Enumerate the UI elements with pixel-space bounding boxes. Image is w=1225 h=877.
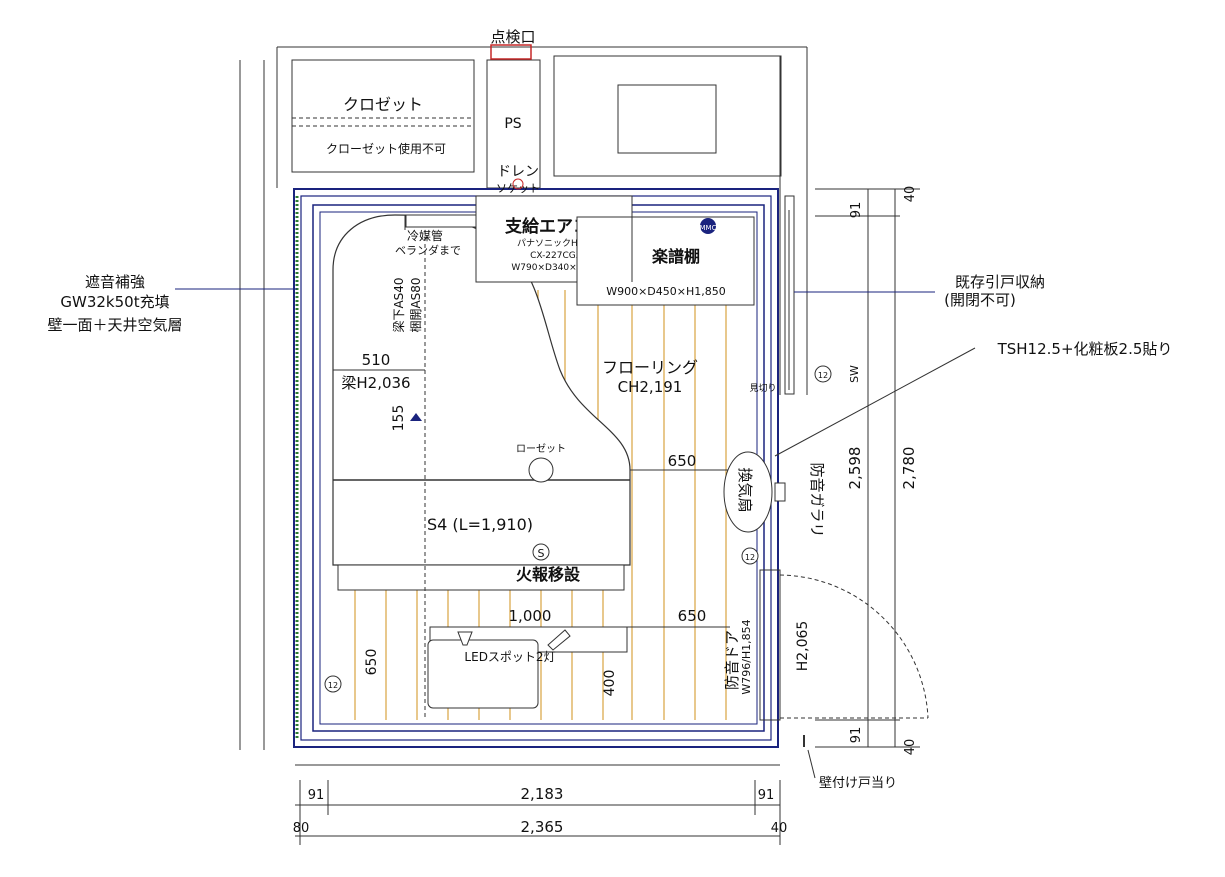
svg-text:12: 12: [818, 371, 828, 380]
inspection-hatch-label: 点検口: [490, 28, 535, 46]
door-height: H2,065: [795, 621, 811, 672]
refrigerant-dest-label: ベランダまで: [395, 243, 461, 257]
dim-40-bottom: 40: [903, 739, 918, 756]
closet-unusable-label: クローゼット使用不可: [326, 141, 446, 156]
beam-label-1: 梁下AS40: [391, 277, 406, 332]
svg-text:S: S: [538, 547, 545, 560]
bottom-40: 40: [771, 821, 788, 836]
door-size-label: W796/H1,854: [740, 619, 753, 694]
mikiri-label: 見切り: [749, 383, 776, 394]
spotlight-icon: [457, 631, 473, 646]
beam-height: 梁H2,036: [341, 374, 410, 392]
aircon-maker: パナソニックH250: [517, 238, 595, 249]
dim-40-top: 40: [903, 186, 918, 203]
switch-icon: [814, 365, 832, 383]
tsh-note: TSH12.5+化粧板2.5貼り: [997, 340, 1173, 358]
outlet-icon-2: [324, 675, 342, 693]
flooring-label: フローリング: [602, 358, 698, 377]
rosette-label: ローゼット: [516, 443, 566, 455]
soundproof-note-3: 壁一面＋天井空気層: [47, 316, 182, 334]
shelf-title: 楽譜棚: [651, 247, 700, 266]
dim-91-bottom: 91: [849, 727, 864, 744]
closet-label: クロゼット: [343, 95, 423, 114]
mmc-icon: [700, 218, 716, 234]
refrigerant-label: 冷媒管: [407, 228, 443, 243]
dim-650-c: 650: [364, 649, 380, 676]
ps-label: PS: [504, 116, 521, 132]
spotlight-icon-2: [547, 629, 571, 651]
bottom-2183: 2,183: [521, 785, 564, 803]
outlet-icon: [741, 547, 759, 565]
drain-label: ドレン: [497, 164, 539, 180]
smoke-detector-icon: [532, 543, 550, 561]
vent-fan: [723, 451, 773, 533]
aircon-size: W790×D340×H249: [511, 263, 600, 273]
door-stop-note: 壁付け戸当り: [819, 776, 897, 791]
svg-text:12: 12: [745, 553, 755, 562]
bottom-91-right: 91: [758, 788, 775, 803]
sound-door-label: 防音ドア: [723, 630, 741, 690]
s4-label: S4 (L=1,910): [427, 515, 533, 534]
dim-650-a: 650: [668, 452, 697, 470]
dim-2780: 2,780: [900, 447, 918, 490]
inspection-hatch: [490, 44, 532, 60]
fire-alarm-label: 火報移設: [516, 565, 581, 584]
svg-text:MMC: MMC: [700, 224, 717, 232]
dim-155: 155: [391, 405, 407, 432]
bottom-91-left: 91: [308, 788, 325, 803]
dim-91-top: 91: [849, 202, 864, 219]
dim-400: 400: [602, 670, 618, 697]
bench: [427, 639, 539, 709]
sw-label: SW: [848, 365, 861, 383]
bottom-2365: 2,365: [521, 818, 564, 836]
dim-2598: 2,598: [846, 447, 864, 490]
dim-510: 510: [362, 351, 391, 369]
shelf-size: W900×D450×H1,850: [606, 285, 726, 298]
music-shelf: [576, 216, 755, 306]
aircon-model: CX-227CGX: [530, 251, 582, 261]
sound-grill-label: 防音ガラリ: [808, 462, 826, 537]
vent-fan-label: 換気扇: [736, 467, 754, 512]
dim-1000: 1,000: [509, 607, 552, 625]
rosette-icon: [528, 457, 554, 483]
existing-door-note-2: (開閉不可): [944, 291, 1016, 309]
led-label: LEDスポット2灯: [464, 650, 555, 664]
ceiling-height: CH2,191: [618, 378, 683, 396]
soundproof-note-1: 遮音補強: [85, 273, 145, 291]
svg-text:12: 12: [328, 681, 338, 690]
existing-door-note-1: 既存引戸収納: [955, 273, 1045, 291]
dim-650-b: 650: [678, 607, 707, 625]
bottom-80: 80: [293, 821, 310, 836]
beam-label-2: 梱開AS80: [409, 277, 423, 332]
soundproof-note-2: GW32k50t充填: [60, 293, 169, 311]
